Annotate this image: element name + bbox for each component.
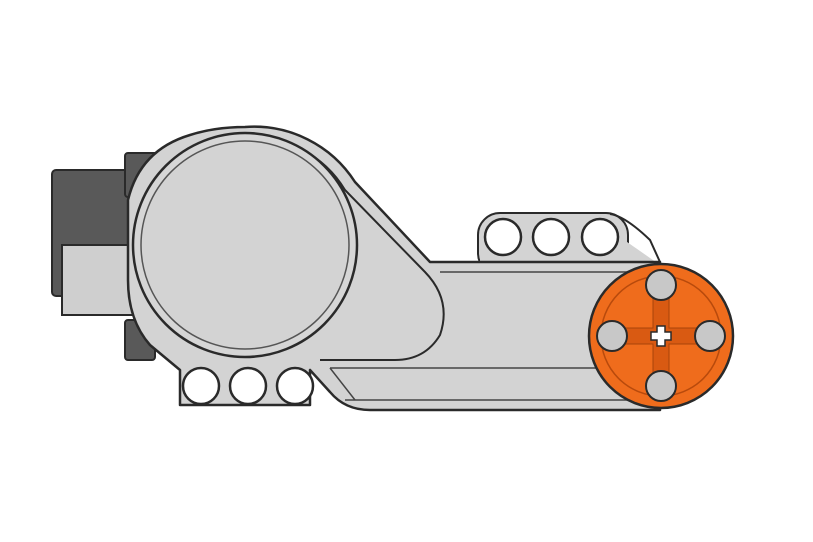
beam-hole [275,366,315,406]
beam-hole [531,217,571,257]
axle-hole [650,325,672,347]
motor-body [126,125,662,412]
top-beam-holes [483,217,620,257]
output-hub [587,262,735,410]
beam-hole [181,366,221,406]
beam-hole [580,217,620,257]
beam-hole [483,217,523,257]
beam-hole [228,366,268,406]
hub-pin [694,320,726,352]
hub-pin [645,269,677,301]
hub-pin [645,370,677,402]
bottom-beam-holes [181,366,315,406]
hub-pin [596,320,628,352]
